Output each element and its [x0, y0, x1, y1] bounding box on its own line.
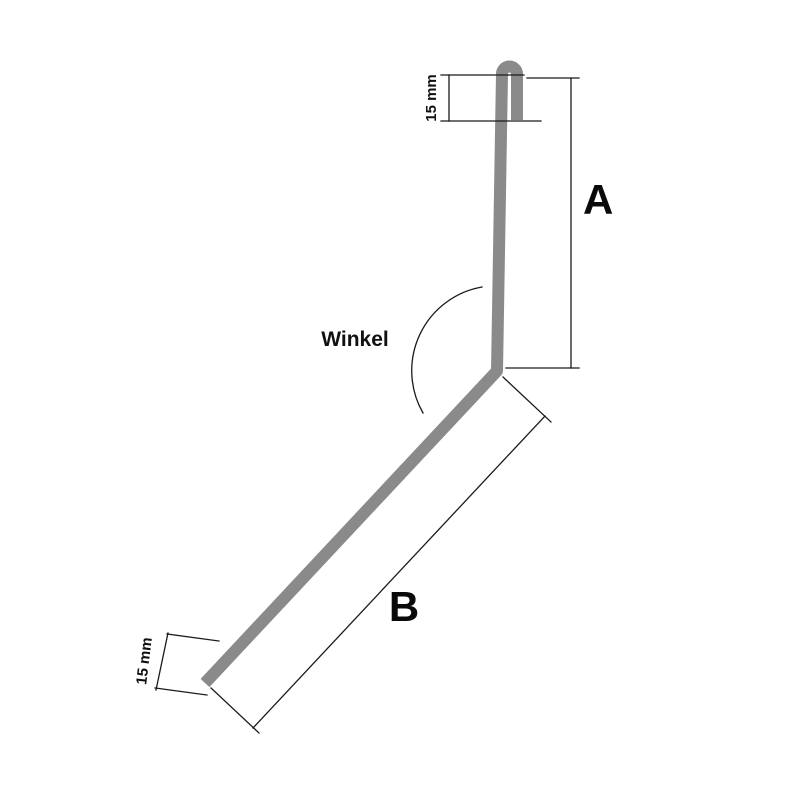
dim-b-measure-line [252, 415, 546, 729]
label-a: A [583, 176, 613, 223]
dim-bottom-ext-upper [166, 633, 220, 642]
dim-b-ext-upper [502, 376, 552, 423]
bent-rod [200, 60, 523, 688]
dim-b-ext-lower [210, 687, 260, 734]
dim-bottom-ext-lower [154, 687, 208, 696]
dimension-lines-group [154, 74, 580, 734]
dim-bottom-measure-line [155, 632, 169, 691]
label-top-15mm: 15 mm [423, 74, 440, 122]
label-bottom-15mm: 15 mm [133, 636, 156, 685]
label-b: B [389, 583, 419, 630]
label-winkel: Winkel [321, 328, 389, 351]
winkel-angle-arc [411, 286, 483, 414]
